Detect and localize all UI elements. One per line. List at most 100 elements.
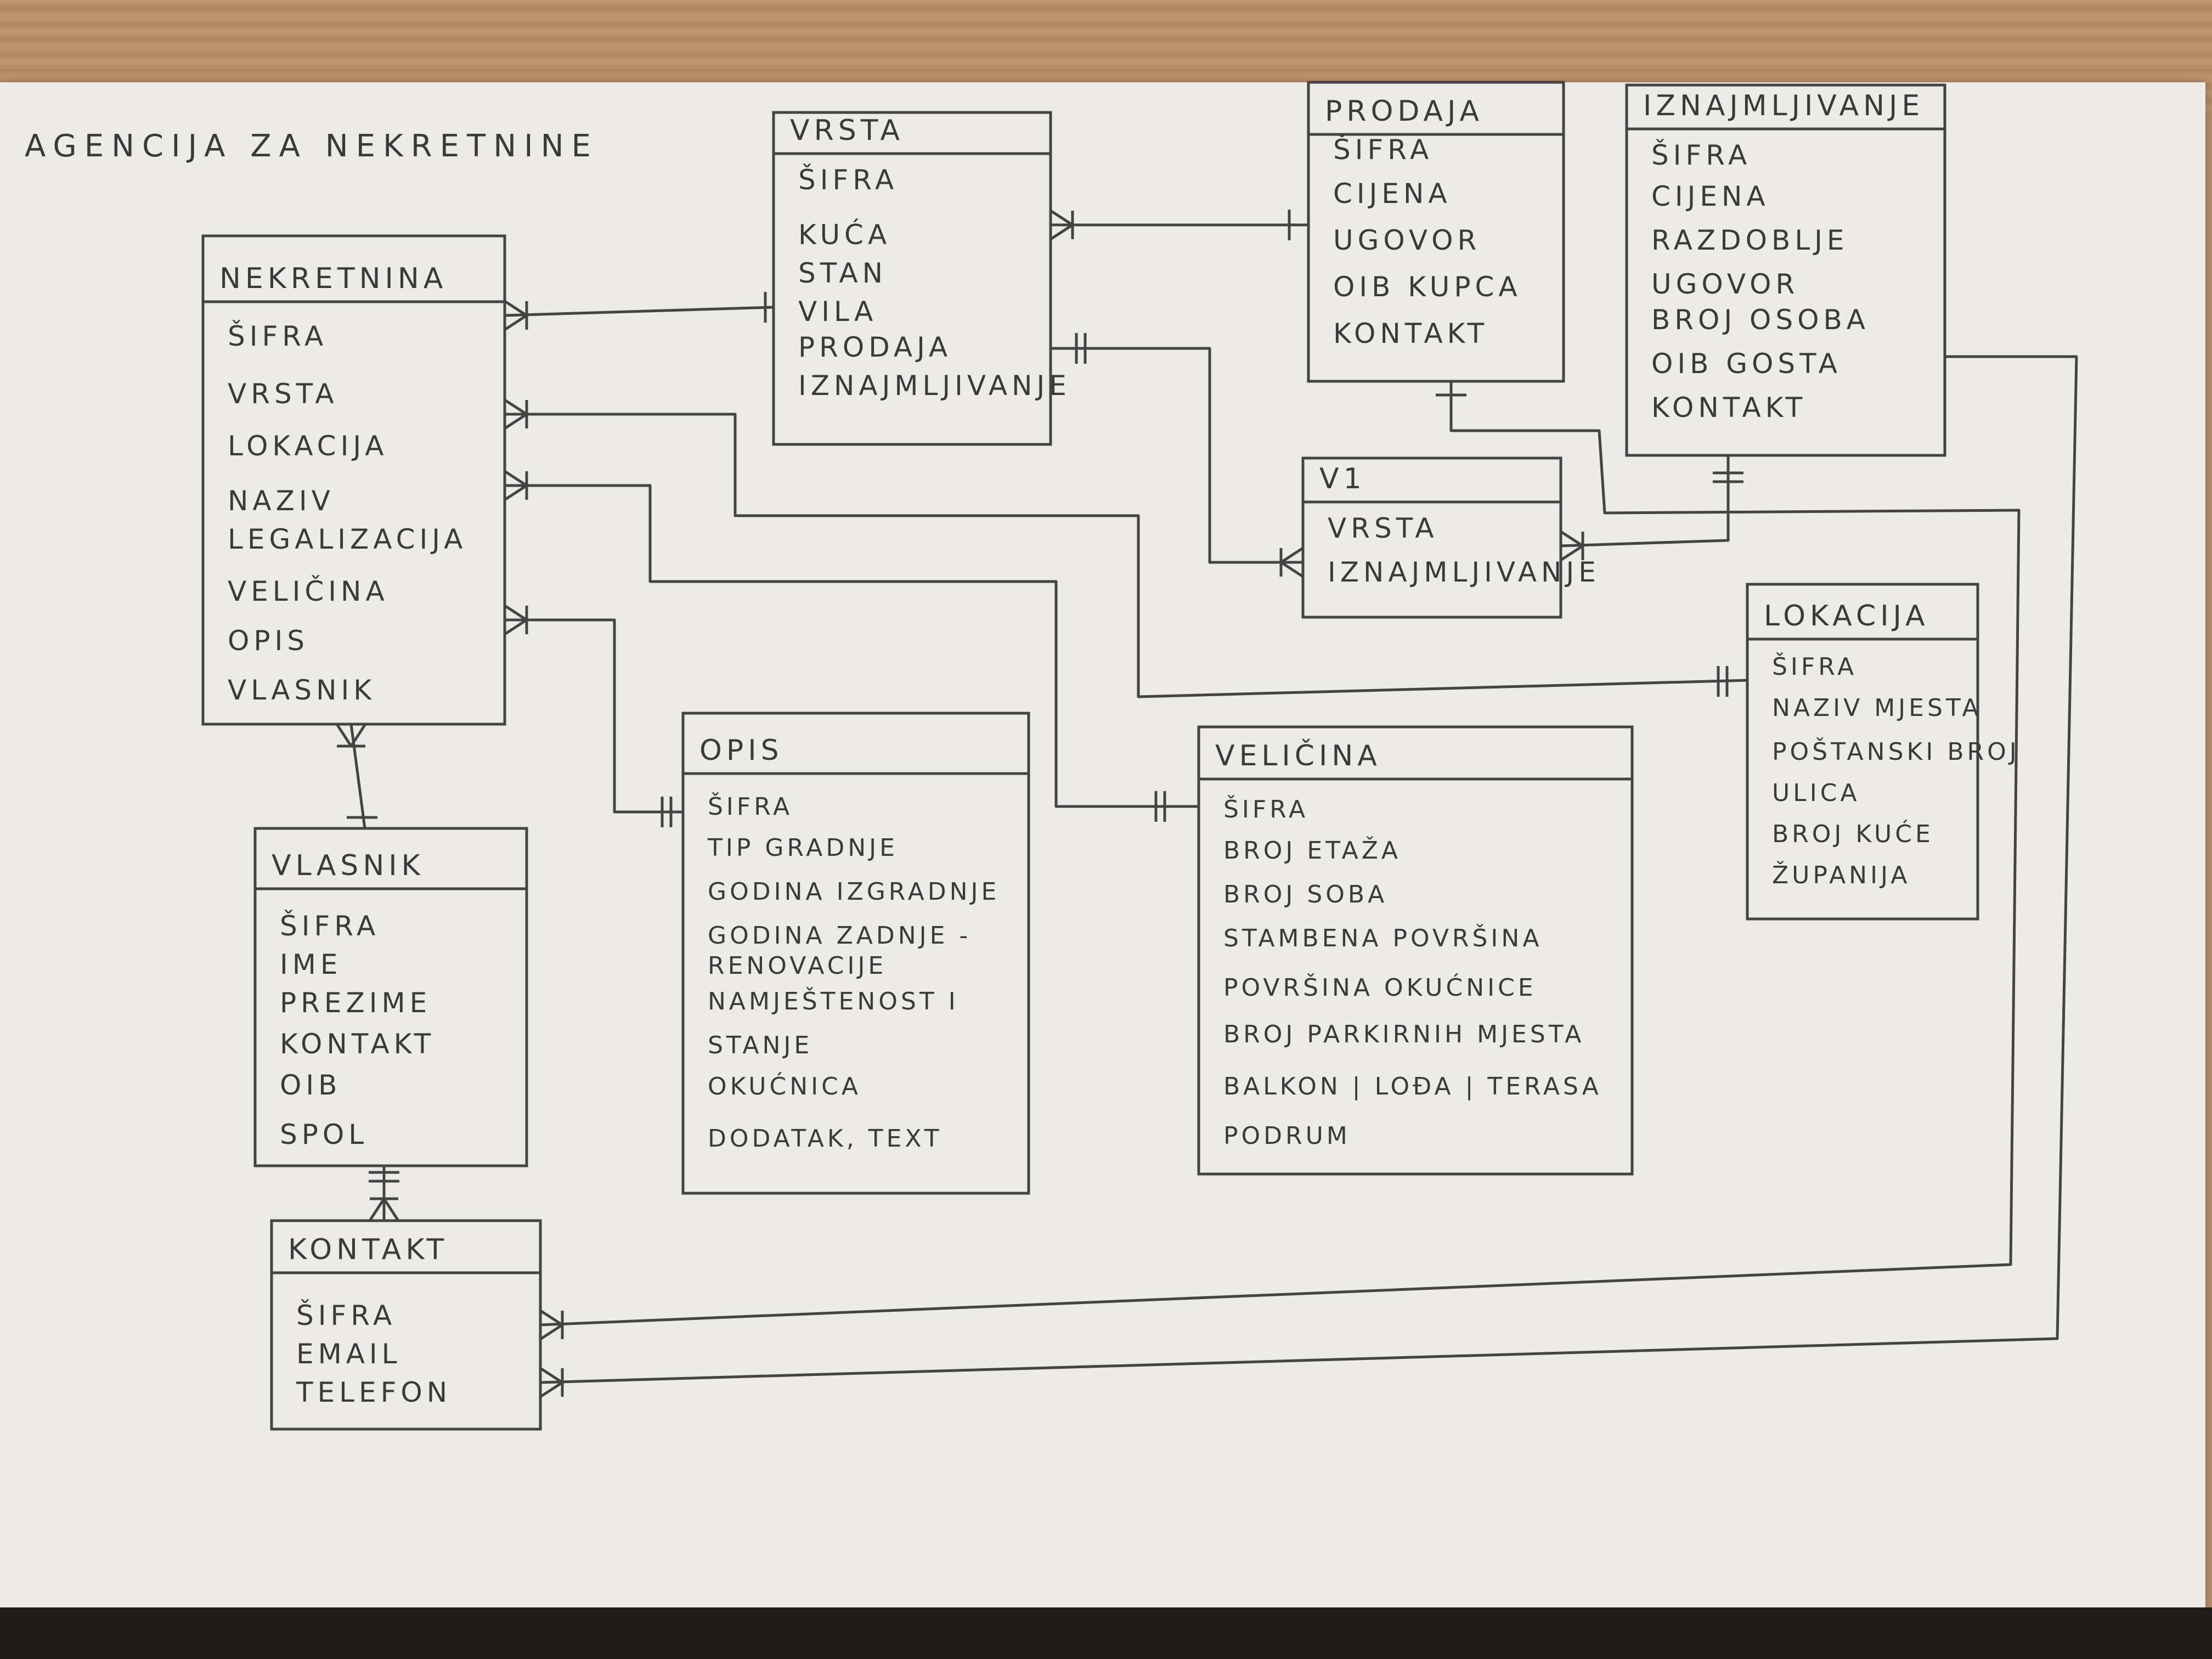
entity-attribute: ULICA — [1772, 779, 1860, 807]
entity-attribute: TELEFON — [296, 1376, 452, 1408]
relationship-vrsta-prodaja — [1049, 209, 1308, 241]
entity-box — [1625, 83, 1946, 457]
entity-title: NEKRETNINA — [219, 262, 447, 295]
entity-attribute: OKUĆNICA — [708, 1071, 861, 1101]
entity-title: KONTAKT — [288, 1233, 448, 1266]
relationship-nekretnina-opis — [504, 604, 683, 827]
entity-attribute: BALKON | LOĐA | TERASA — [1223, 1073, 1602, 1101]
entity-attribute: OIB KUPCA — [1333, 271, 1522, 303]
entity-attribute: PRODAJA — [798, 331, 952, 363]
crowfoot-marker — [1560, 530, 1584, 548]
entity-nekretnina: NEKRETNINAŠIFRAVRSTALOKACIJANAZIVLEGALIZ… — [201, 234, 506, 726]
entity-box — [253, 827, 528, 1167]
crowfoot-marker — [504, 470, 528, 487]
entity-vrsta: VRSTAŠIFRAKUĆASTANVILAPRODAJAIZNAJMLJIVA… — [772, 111, 1071, 446]
entity-attribute: VRSTA — [228, 378, 338, 410]
entity-attribute: ŠIFRA — [1651, 139, 1751, 171]
crowfoot-marker — [504, 604, 528, 622]
relationship-nekretnina-vlasnik — [335, 723, 377, 829]
entity-attribute: UGOVOR — [1651, 268, 1799, 300]
entity-box — [1746, 583, 1979, 921]
crowfoot-marker — [539, 1381, 563, 1398]
entity-title: LOKACIJA — [1764, 600, 1929, 633]
entity-attribute: BROJ KUĆE — [1772, 819, 1934, 848]
entity-attribute: ŠIFRA — [1333, 133, 1433, 166]
entity-attribute: NAMJEŠTENOST I — [708, 986, 959, 1015]
relationship-iznajmljivanje-v1 — [1560, 455, 1743, 562]
entity-attribute: EMAIL — [296, 1338, 402, 1370]
entity-attribute: SPOL — [280, 1119, 368, 1150]
entity-iznajmljivanje: IZNAJMLJIVANJEŠIFRACIJENARAZDOBLJEUGOVOR… — [1625, 83, 1946, 457]
crowfoot-marker — [1049, 209, 1074, 227]
paper-sheet — [0, 82, 2205, 1618]
crowfoot-marker — [539, 1309, 563, 1327]
entity-attribute: ŠIFRA — [228, 320, 328, 352]
entity-attribute: ŠIFRA — [1772, 652, 1857, 681]
connector-path — [540, 381, 2021, 1327]
entity-attribute: STANJE — [708, 1031, 812, 1059]
connector-path — [1051, 347, 1303, 564]
crowfoot-marker — [504, 618, 528, 636]
entity-attribute: ŽUPANIJA — [1772, 860, 1910, 889]
entity-kontakt: KONTAKT ŠIFRA EMAIL TELEFON — [270, 1219, 542, 1431]
entity-attribute: PODRUM — [1223, 1122, 1351, 1150]
entity-attribute: STAN — [798, 257, 887, 289]
entity-box — [1307, 81, 1565, 383]
entity-box — [681, 712, 1030, 1195]
crowfoot-marker — [504, 398, 528, 416]
crowfoot-marker — [349, 723, 367, 747]
entity-attribute: NAZIV — [228, 485, 335, 517]
entity-attribute: VLASNIK — [228, 674, 376, 706]
connector-path — [1560, 455, 1730, 548]
entity-attribute: ŠIFRA — [280, 910, 380, 942]
entity-prodaja: PRODAJA ŠIFRA CIJENA UGOVOR OIB KUPCA KONTAKT — [1307, 81, 1565, 383]
entity-title: VLASNIK — [272, 849, 425, 882]
entity-box — [270, 1219, 542, 1431]
connector-path — [504, 306, 774, 317]
entity-attribute: CIJENA — [1651, 180, 1770, 212]
entity-box — [201, 234, 506, 726]
entity-attribute: IZNAJMLJIVANJE — [798, 370, 1071, 402]
crowfoot-marker — [1049, 223, 1074, 241]
connector-path — [349, 724, 366, 829]
entity-title: PRODAJA — [1325, 95, 1483, 128]
entity-attribute: POŠTANSKI BROJ — [1772, 737, 2020, 766]
connector-path — [505, 484, 1199, 808]
entity-attribute: LOKACIJA — [228, 430, 388, 462]
entity-attribute: KONTAKT — [1333, 318, 1488, 349]
crowfoot-marker — [335, 723, 353, 747]
entity-attribute: CIJENA — [1333, 178, 1452, 210]
entity-title: VRSTA — [790, 114, 904, 147]
entity-attribute: ŠIFRA — [1223, 794, 1308, 823]
entity-box — [772, 111, 1052, 446]
entity-attribute: OIB — [280, 1069, 341, 1101]
crowfoot-marker — [504, 300, 528, 317]
entity-attribute: TIP GRADNJE — [707, 834, 898, 862]
relationship-vrsta-v1 — [1051, 333, 1304, 578]
crowfoot-marker — [1280, 561, 1304, 578]
entity-attribute: PREZIME — [280, 987, 431, 1019]
entity-attribute: KONTAKT — [280, 1028, 435, 1060]
entity-title: V1 — [1319, 462, 1366, 495]
entity-attribute: DODATAK, TEXT — [708, 1125, 943, 1153]
entity-attribute: GODINA ZADNJE -RENOVACIJE — [708, 922, 971, 980]
entity-title: OPIS — [699, 734, 783, 767]
dark-floor-background — [0, 1607, 2212, 1659]
relationship-nekretnina-lokacija — [504, 398, 1748, 698]
connector-path — [505, 413, 1748, 698]
entity-attribute: BROJ PARKIRNIH MJESTA — [1223, 1020, 1584, 1048]
entity-attribute: ŠIFRA — [296, 1299, 396, 1331]
crowfoot-marker — [539, 1323, 563, 1341]
entity-title: IZNAJMLJIVANJE — [1643, 89, 1924, 122]
relationship-vlasnik-kontakt — [368, 1166, 400, 1222]
crowfoot-marker — [1280, 546, 1304, 564]
entity-attribute: VILA — [798, 296, 877, 328]
entity-attribute: BROJ SOBA — [1223, 881, 1387, 909]
entity-attribute: UGOVOR — [1333, 224, 1481, 256]
entity-attribute: ŠIFRA — [798, 163, 898, 196]
